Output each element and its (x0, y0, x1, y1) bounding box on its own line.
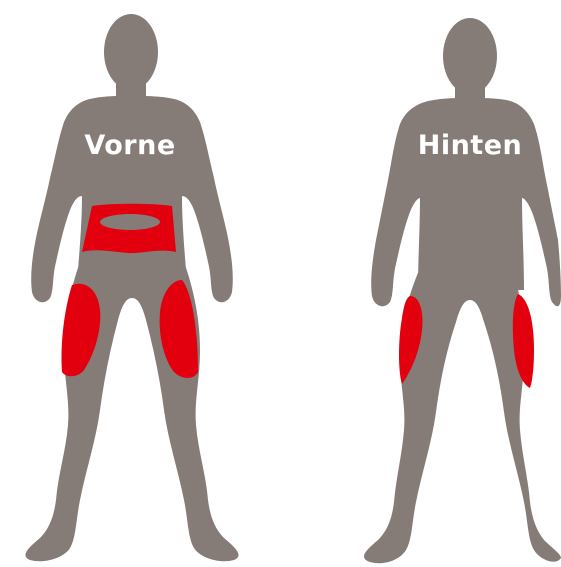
front-navel-gap (100, 214, 160, 230)
front-figure: Vorne (25, 14, 238, 561)
back-figure: Hinten (364, 18, 561, 563)
front-view-label: Vorne (84, 130, 175, 161)
back-legs (364, 268, 561, 563)
back-view-label: Hinten (418, 130, 523, 161)
front-legs (25, 262, 238, 561)
